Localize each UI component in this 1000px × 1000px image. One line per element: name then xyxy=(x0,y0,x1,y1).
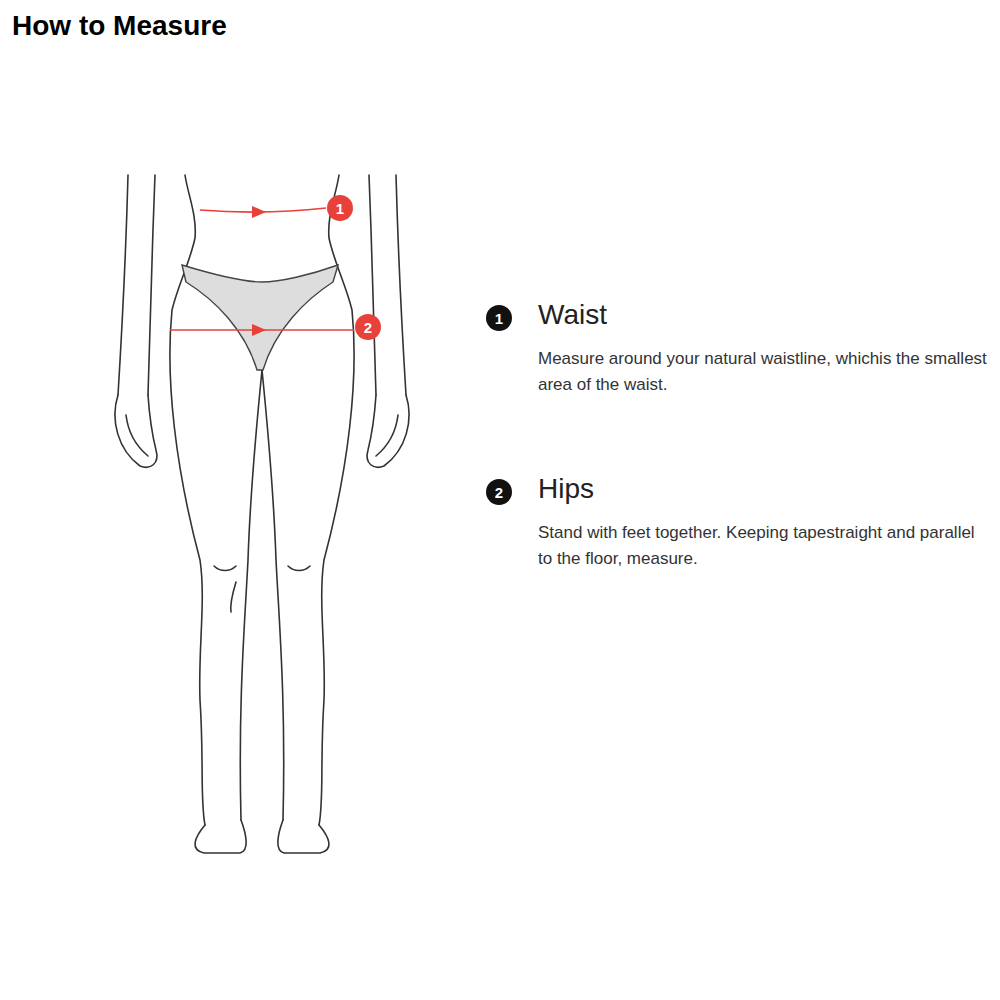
step-description: Stand with feet together. Keeping tapest… xyxy=(538,520,990,572)
callout-number: 1 xyxy=(336,201,344,216)
body-outline xyxy=(115,175,409,853)
step-heading: Hips xyxy=(538,473,594,505)
title: How to Measure xyxy=(12,10,227,42)
step-dots xyxy=(486,305,512,505)
step-heading: Waist xyxy=(538,299,607,331)
briefs xyxy=(182,265,338,370)
callout-number: 2 xyxy=(364,320,372,335)
step-description: Measure around your natural waistline, w… xyxy=(538,346,990,398)
step-number: 1 xyxy=(495,311,503,326)
step-number: 2 xyxy=(495,485,503,500)
measure-arrows xyxy=(170,195,381,340)
